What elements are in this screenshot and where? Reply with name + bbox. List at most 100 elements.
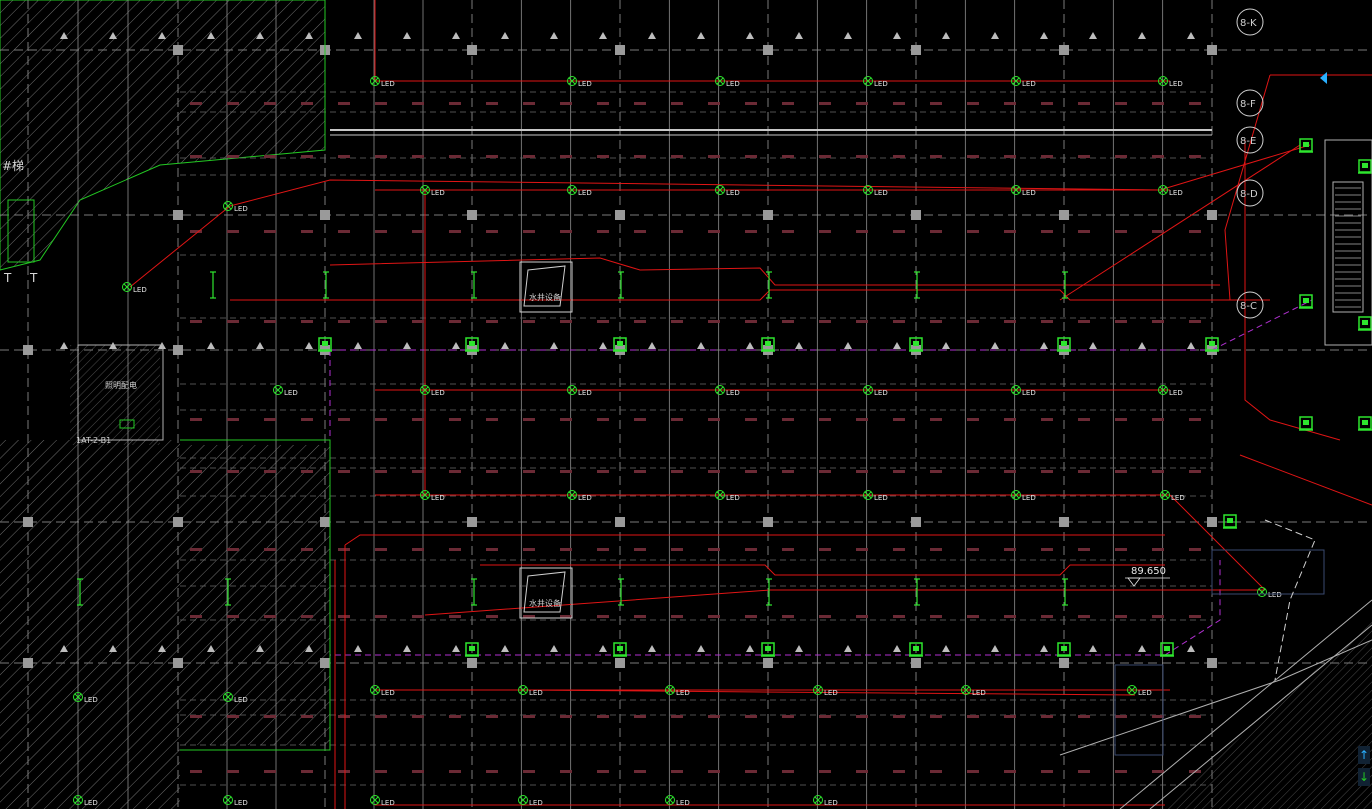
led-fixture: LED xyxy=(813,685,838,697)
equipment-box-upper[interactable]: 水井设备 xyxy=(519,261,573,313)
structural-column xyxy=(615,517,625,527)
direction-marker xyxy=(1089,32,1097,39)
parking-mark xyxy=(819,548,831,551)
parking-mark xyxy=(708,615,720,618)
parking-mark xyxy=(227,418,239,421)
panel-core xyxy=(913,341,919,346)
led-fixture: LED xyxy=(73,692,98,704)
parking-mark xyxy=(523,418,535,421)
parking-mark xyxy=(1152,470,1164,473)
emergency-light-panel xyxy=(1299,294,1313,309)
led-fixture-cross xyxy=(519,686,527,694)
parking-mark xyxy=(930,102,942,105)
parking-mark xyxy=(1004,418,1016,421)
panel-core xyxy=(765,646,771,651)
parking-mark xyxy=(819,102,831,105)
emergency-light-panel xyxy=(1205,337,1219,352)
elevation-marker[interactable]: 89.650 xyxy=(1125,566,1170,587)
circuit-switch xyxy=(618,271,624,299)
led-fixture-cross xyxy=(421,386,429,394)
direction-marker xyxy=(1089,645,1097,652)
led-fixture: LED xyxy=(370,76,395,88)
axis-circle xyxy=(1236,179,1264,207)
led-fixture-label: LED xyxy=(84,696,98,704)
parking-mark xyxy=(745,418,757,421)
structural-column xyxy=(763,517,773,527)
parking-mark xyxy=(1152,320,1164,323)
led-fixture-ring xyxy=(961,685,971,695)
led-fixture-ring xyxy=(223,201,233,211)
parking-mark xyxy=(1152,715,1164,718)
structural-column xyxy=(320,210,330,220)
led-fixture-ring xyxy=(420,385,430,395)
panel-frame xyxy=(1057,642,1071,656)
parking-mark xyxy=(338,615,350,618)
led-fixture-label: LED xyxy=(431,389,445,397)
panel-core xyxy=(1362,420,1368,425)
scroll-down-arrow[interactable]: ↓ xyxy=(1358,768,1370,786)
distribution-room[interactable]: 照明配电 1AT-2-B1 xyxy=(76,344,164,445)
direction-marker xyxy=(1187,32,1195,39)
parking-mark xyxy=(1004,470,1016,473)
stair-label: #梯 xyxy=(2,159,24,173)
parking-mark xyxy=(1189,470,1201,473)
parking-mark xyxy=(412,155,424,158)
zone-boundaries xyxy=(180,0,1313,751)
direction-marker xyxy=(1040,342,1048,349)
led-fixture-label: LED xyxy=(578,80,592,88)
parking-mark xyxy=(338,470,350,473)
scroll-up-arrow[interactable]: ↑ xyxy=(1358,746,1370,764)
led-fixture-ring xyxy=(1011,185,1021,195)
led-fixture-ring xyxy=(518,795,528,805)
parking-mark xyxy=(1115,102,1127,105)
structural-column xyxy=(173,517,183,527)
led-fixture-cross xyxy=(371,796,379,804)
parking-mark xyxy=(227,615,239,618)
axis-label: 8-E xyxy=(1240,136,1256,147)
direction-marker xyxy=(648,342,656,349)
direction-marker xyxy=(795,32,803,39)
parking-mark xyxy=(560,548,572,551)
structural-column xyxy=(1207,517,1217,527)
led-fixture-ring xyxy=(370,685,380,695)
led-fixture-ring xyxy=(1160,490,1170,500)
parking-mark xyxy=(708,770,720,773)
led-fixture-label: LED xyxy=(972,689,986,697)
direction-marker xyxy=(256,342,264,349)
parking-mark xyxy=(745,770,757,773)
led-fixture-ring xyxy=(715,76,725,86)
led-fixture-cross xyxy=(1012,386,1020,394)
emergency-light-panel xyxy=(1358,416,1372,431)
emergency-light-panel xyxy=(1160,642,1174,657)
led-fixture-ring xyxy=(1158,76,1168,86)
structural-column xyxy=(173,345,183,355)
led-fixture: LED xyxy=(223,795,248,807)
parking-mark xyxy=(1078,418,1090,421)
parking-mark xyxy=(1189,230,1201,233)
led-fixture: LED xyxy=(518,685,543,697)
parking-mark xyxy=(708,715,720,718)
parking-mark xyxy=(671,470,683,473)
led-fixture: LED xyxy=(223,692,248,704)
parking-mark xyxy=(227,548,239,551)
parking-mark xyxy=(412,715,424,718)
led-fixture-cross xyxy=(666,686,674,694)
structural-column xyxy=(1207,210,1217,220)
direction-marker xyxy=(697,32,705,39)
led-fixture-label: LED xyxy=(824,799,838,807)
equipment-box-lower[interactable]: 水井设备 xyxy=(519,567,573,619)
direction-marker xyxy=(158,32,166,39)
parking-mark xyxy=(745,155,757,158)
parking-mark xyxy=(893,230,905,233)
emergency-light-panel xyxy=(1223,514,1237,529)
direction-marker xyxy=(844,32,852,39)
parking-mark xyxy=(1189,715,1201,718)
led-fixture-cross xyxy=(716,386,724,394)
parking-mark xyxy=(819,155,831,158)
direction-marker xyxy=(354,32,362,39)
parking-mark xyxy=(671,715,683,718)
parking-mark xyxy=(819,715,831,718)
circuit-switch xyxy=(471,271,477,299)
led-fixture-label: LED xyxy=(676,799,690,807)
